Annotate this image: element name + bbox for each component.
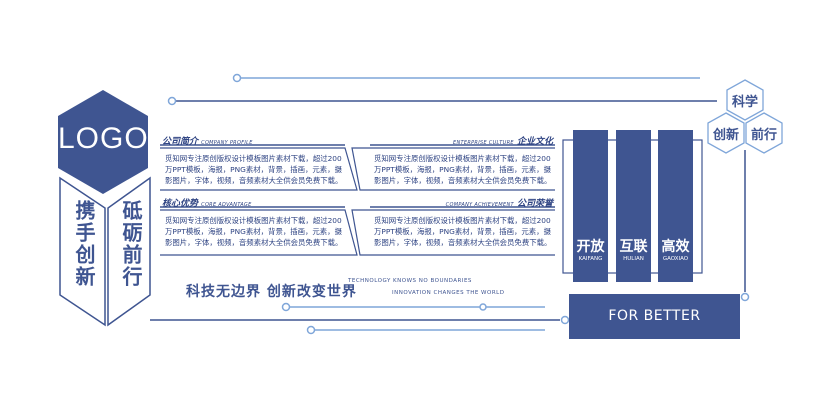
section-body: 觅知网专注原创版权设计模板图片素材下载，超过200万PPT模板，海报，PNG素材…	[165, 154, 343, 185]
tomorrow-banner: FOR BETTER TOMORROW	[608, 308, 701, 369]
right-panel-text: 砥砺前行	[119, 200, 143, 288]
section-heading: 核心优势 CORE ADVANTAGE	[162, 199, 252, 209]
section-heading: 公司简介 COMPANY PROFILE	[162, 137, 253, 147]
section-body: 觅知网专注原创版权设计模板图片素材下载，超过200万PPT模板，海报，PNG素材…	[165, 216, 343, 247]
logo-hexagon	[58, 90, 148, 194]
slogan-en-1: TECHNOLOGY KNOWS NO BOUNDARIES	[348, 278, 472, 284]
hexagon-label: 科学	[731, 95, 758, 110]
hexagon-label: 前行	[750, 128, 777, 143]
logo: LOGO	[58, 122, 149, 155]
section-body: 觅知网专注原创版权设计模板图片素材下载，超过200万PPT模板，海报，PNG素材…	[374, 216, 552, 247]
left-panel-text: 携手创新	[72, 200, 96, 288]
section-heading: ENTERPRISE CULTURE 企业文化	[453, 137, 553, 147]
hexagon-label: 创新	[712, 128, 739, 143]
section-heading: COMPANY ACHIEVEMENT 公司荣誉	[445, 199, 553, 209]
slogan-zh: 科技无边界 创新改变世界	[186, 284, 357, 300]
section-body: 觅知网专注原创版权设计模板图片素材下载，超过200万PPT模板，海报，PNG素材…	[374, 154, 552, 185]
slogan-en-2: INNOVATION CHANGES THE WORLD	[392, 290, 505, 296]
